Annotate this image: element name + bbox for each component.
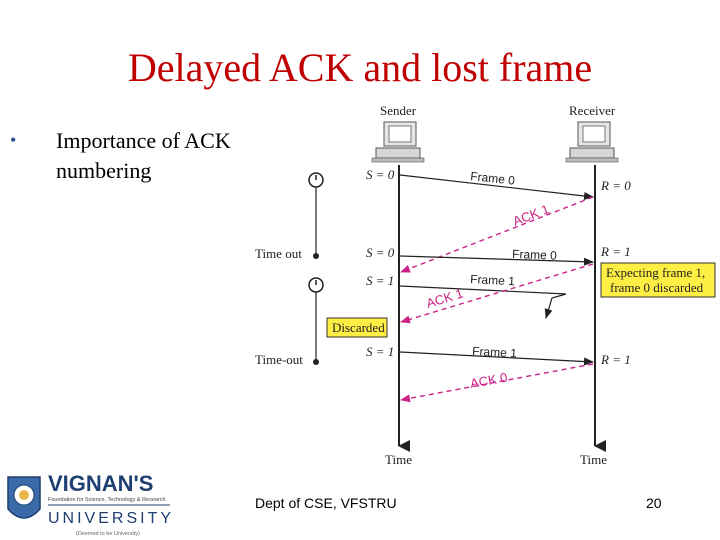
frame-arrow <box>399 351 594 366</box>
frame-label: Frame 0 <box>470 169 516 188</box>
logo-note: (Deemed to be University) <box>76 531 140 537</box>
bullet-marker: • <box>10 130 17 150</box>
r-label: R = 0 <box>600 178 631 193</box>
s-label: S = 0 <box>366 167 395 182</box>
s-label: S = 0 <box>366 245 395 260</box>
frame-label: Frame 1 <box>472 344 518 360</box>
r-label: R = 1 <box>600 244 631 259</box>
ack-arrow <box>400 263 594 324</box>
logo-name: VIGNAN'S <box>48 471 153 496</box>
bullet-text: Importance of ACK numbering <box>56 128 231 183</box>
footer-text: Dept of CSE, VFSTRU <box>255 495 397 511</box>
logo-word: UNIVERSITY <box>48 510 174 527</box>
logo-tagline: Foundation for Science, Technology & Res… <box>48 497 166 503</box>
r-label: R = 1 <box>600 352 631 367</box>
sender-time-label: Time <box>385 452 412 467</box>
s-label: S = 1 <box>366 273 394 288</box>
frame-label: Frame 1 <box>470 272 516 288</box>
discarded-note-box <box>326 317 388 338</box>
ack-label: ACK 1 <box>424 286 464 311</box>
expecting-note-line2: frame 0 discarded <box>610 280 704 295</box>
receiver-time-label: Time <box>580 452 607 467</box>
expecting-note-line1: Expecting frame 1, <box>606 265 705 280</box>
ack-label: ACK 1 <box>511 201 551 228</box>
receiver-label: Receiver <box>569 103 616 118</box>
frame-arrow <box>399 255 594 266</box>
receiver-computer-icon <box>565 121 619 163</box>
timer-2-clock-icon <box>308 277 324 293</box>
sender-label: Sender <box>380 103 417 118</box>
timeout-1-label: Time out <box>255 246 302 261</box>
discarded-note-text: Discarded <box>332 320 385 335</box>
frame-arrow <box>399 174 594 200</box>
lost-frame-arrow <box>399 285 567 319</box>
timer-1-clock-icon <box>308 172 324 188</box>
university-seal-icon <box>7 476 41 519</box>
page-number: 20 <box>646 495 662 511</box>
ack-arrow <box>400 363 594 403</box>
frame-label: Frame 0 <box>512 247 557 263</box>
expecting-note-box <box>600 262 716 298</box>
s-label: S = 1 <box>366 344 394 359</box>
ack-label: ACK 0 <box>469 370 509 391</box>
vignans-university-logo: VIGNAN'S Foundation for Science, Technol… <box>7 471 174 537</box>
slide-title: Delayed ACK and lost frame <box>127 45 593 90</box>
sender-computer-icon <box>371 121 425 163</box>
timeout-2-label: Time-out <box>255 352 303 367</box>
ack-arrow <box>400 196 594 273</box>
